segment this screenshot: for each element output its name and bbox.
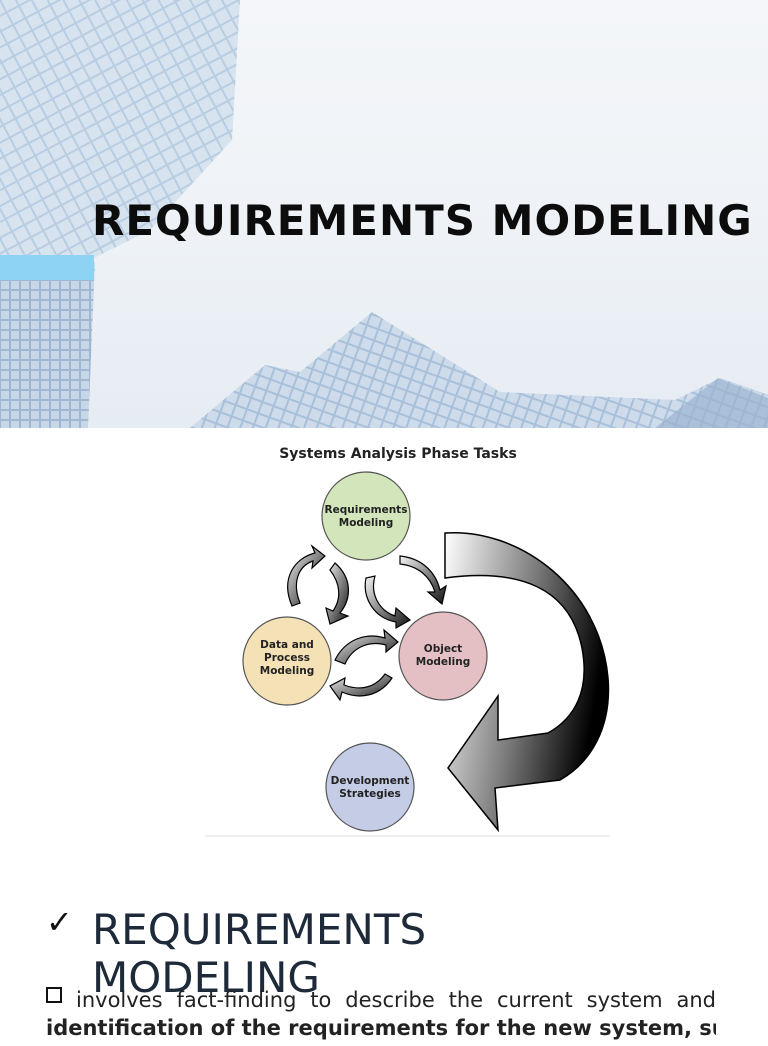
- node-data-process-modeling: Data and Process Modeling: [242, 616, 332, 706]
- svg-text:Strategies: Strategies: [339, 788, 400, 800]
- svg-text:Data and: Data and: [260, 639, 314, 651]
- title-slide: REQUIREMENTS MODELING: [0, 0, 768, 428]
- node-requirements-modeling: Requirements Modeling: [321, 471, 411, 561]
- svg-text:Modeling: Modeling: [416, 656, 471, 668]
- svg-text:Process: Process: [264, 652, 310, 664]
- check-icon: ✓: [46, 903, 73, 941]
- svg-text:Object: Object: [424, 643, 462, 655]
- diagram-title: Systems Analysis Phase Tasks: [279, 446, 517, 462]
- svg-text:Requirements: Requirements: [325, 504, 408, 516]
- svg-text:Modeling: Modeling: [339, 517, 394, 529]
- svg-text:Modeling: Modeling: [260, 665, 315, 677]
- building-background-image: [0, 0, 768, 428]
- accent-bar: [0, 255, 94, 280]
- slide-title: REQUIREMENTS MODELING: [92, 196, 753, 245]
- square-bullet-icon: [46, 987, 62, 1003]
- cycle-arrows: [287, 544, 447, 702]
- large-curved-arrow: [444, 532, 610, 833]
- systems-analysis-diagram: Systems Analysis Phase Tasks Requirement…: [0, 428, 768, 868]
- svg-text:Development: Development: [331, 775, 410, 787]
- bullet-text-continued: identification of the requirements for t…: [46, 1016, 716, 1040]
- bullet-text: involves fact-finding to describe the cu…: [76, 988, 716, 1012]
- node-development-strategies: Development Strategies: [325, 742, 415, 832]
- node-object-modeling: Object Modeling: [398, 611, 488, 701]
- section-heading: REQUIREMENTS MODELING: [92, 905, 427, 1002]
